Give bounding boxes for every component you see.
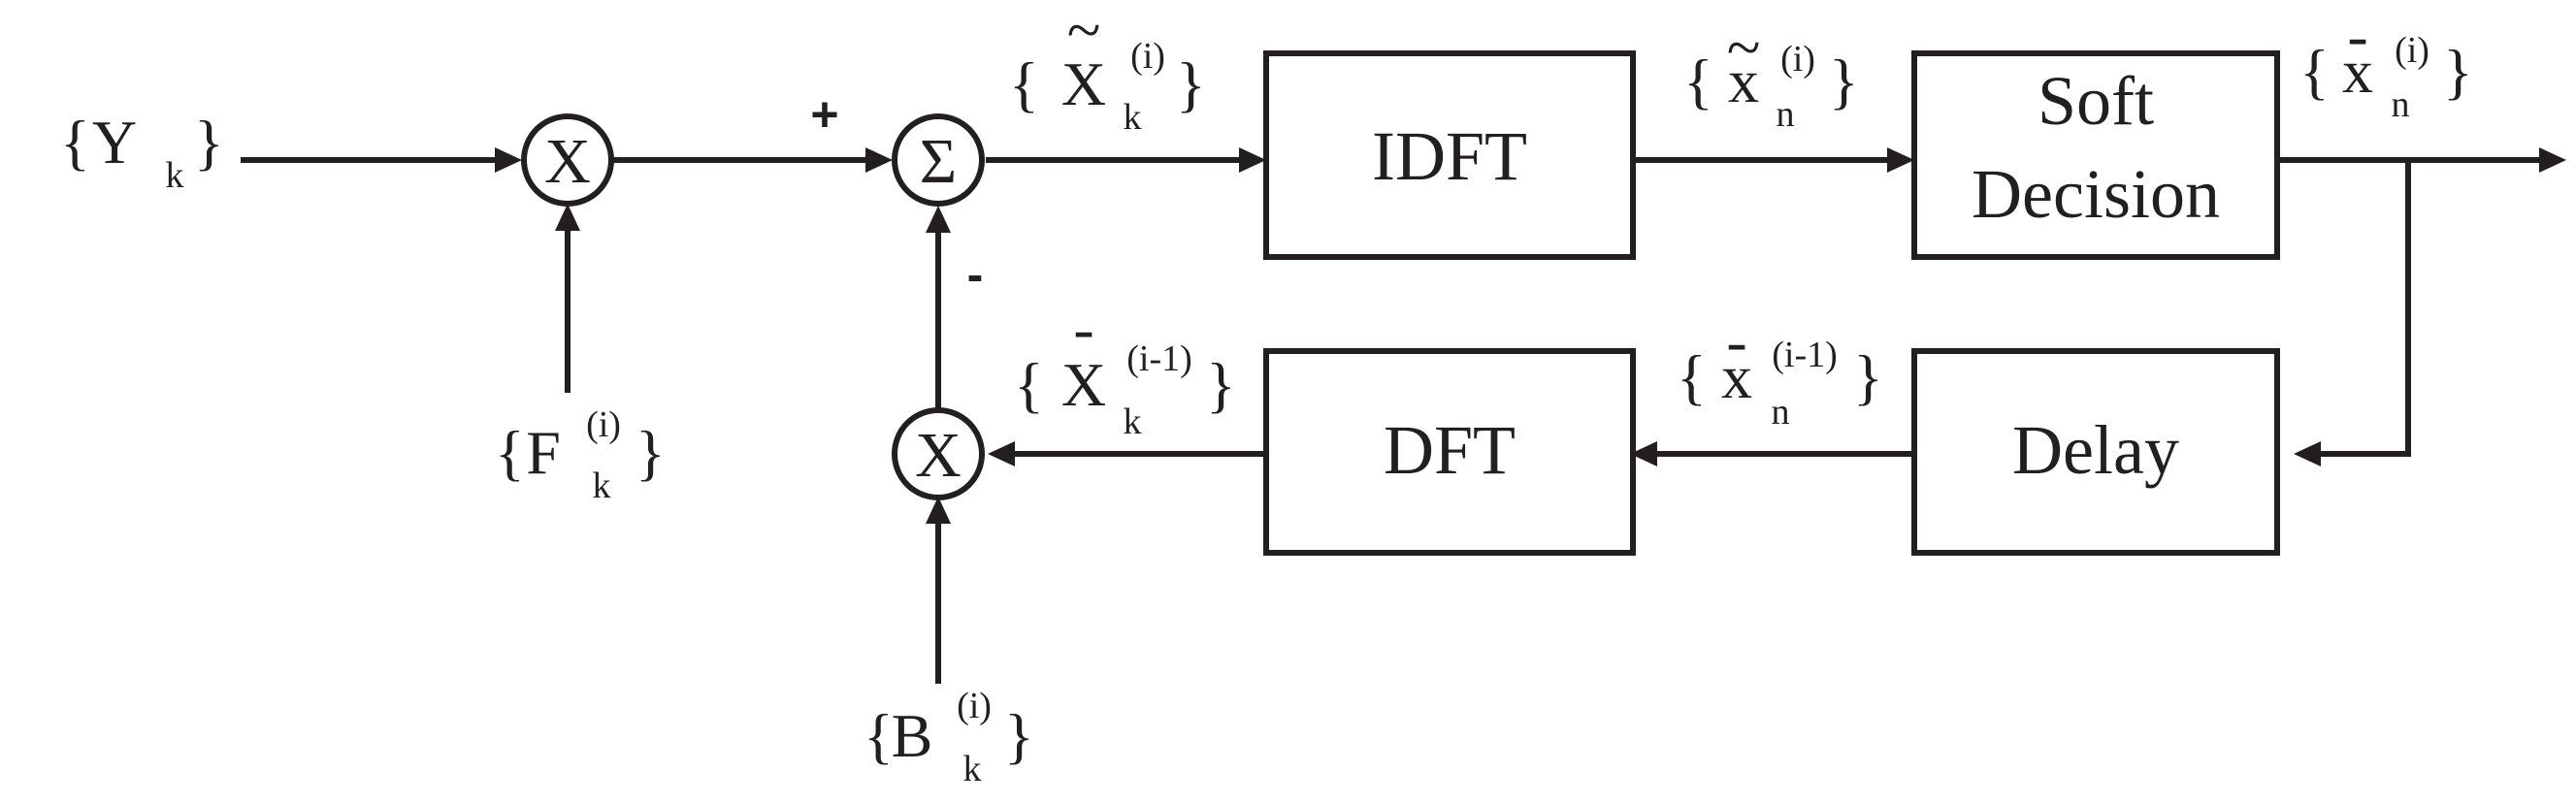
brace-open: { <box>1009 49 1039 118</box>
multiplier-top-circle <box>521 113 614 207</box>
brace-close: } <box>1004 701 1034 770</box>
signal-x-bar-k-prev-sup: (i-1) <box>1126 338 1192 379</box>
signal-x-tilde-n-sup: (i) <box>1780 39 1815 80</box>
brace-close: } <box>194 108 224 177</box>
brace-close: } <box>1176 49 1206 118</box>
idft-block: IDFT <box>1263 50 1636 260</box>
multiplier-bottom-node: X <box>892 407 985 500</box>
brace-close: } <box>1853 342 1883 411</box>
wire-output-to-delay <box>2313 160 2411 457</box>
delay-block: Delay <box>1911 348 2280 556</box>
signal-b-k-base: B <box>892 701 933 770</box>
idft-box <box>1263 50 1636 260</box>
signal-x-tilde-k: { ~ X (i) k } <box>1009 0 1206 138</box>
signal-x-tilde-n-accent: ~ <box>1727 13 1761 81</box>
signal-b-k-sub: k <box>963 749 982 789</box>
soft-decision-block: Soft Decision <box>1911 50 2280 260</box>
brace-open: { <box>1014 350 1044 419</box>
brace-close: } <box>636 418 666 487</box>
signal-f-k-sup: (i) <box>586 404 621 445</box>
brace-open: { <box>60 108 90 177</box>
signal-x-tilde-n-base: x <box>1728 47 1759 115</box>
brace-close: } <box>2443 37 2473 106</box>
signal-x-bar-n-sup: (i) <box>2395 30 2429 71</box>
brace-open: { <box>1683 47 1713 115</box>
signal-x-bar-n-prev: { - x (i-1) n } <box>1677 306 1883 433</box>
multiplier-top-symbol: X <box>544 126 591 197</box>
signal-x-bar-n: { - x (i) n } <box>2299 1 2473 125</box>
signal-b-k-sup: (i) <box>957 686 992 726</box>
signal-x-bar-n-accent: - <box>2347 1 2367 70</box>
arrowhead <box>1630 441 1657 466</box>
idft-label: IDFT <box>1372 117 1527 195</box>
delay-label: Delay <box>2012 411 2179 489</box>
dft-label: DFT <box>1384 411 1516 489</box>
signal-y-k-base: Y <box>92 108 137 177</box>
soft-decision-box <box>1911 50 2280 260</box>
signal-x-tilde-n-sub: n <box>1777 94 1795 135</box>
arrowhead <box>865 147 893 173</box>
signal-b-k: { B (i) k } <box>864 686 1034 789</box>
brace-open: { <box>495 418 525 487</box>
arrowhead <box>2539 147 2566 173</box>
arrowhead <box>926 206 951 233</box>
plus-sign: + <box>810 87 838 142</box>
minus-sign: - <box>967 247 984 302</box>
dft-box <box>1263 348 1636 556</box>
signal-x-bar-k-prev-accent: - <box>1073 294 1093 363</box>
signal-x-bar-n-prev-sup: (i-1) <box>1772 335 1838 375</box>
signal-x-tilde-k-sup: (i) <box>1130 36 1165 77</box>
signal-x-bar-k-prev: { - X (i-1) k } <box>1014 294 1236 442</box>
summer-symbol: Σ <box>920 126 957 197</box>
signal-x-bar-n-prev-accent: - <box>1726 306 1746 375</box>
signal-x-bar-n-prev-sub: n <box>1772 392 1790 433</box>
signal-x-tilde-n: { ~ x (i) n } <box>1683 13 1859 135</box>
brace-close: } <box>1206 350 1236 419</box>
signal-x-bar-k-prev-sub: k <box>1124 402 1142 442</box>
signal-x-tilde-k-sub: k <box>1124 97 1142 138</box>
arrowhead <box>1239 147 1266 173</box>
multiplier-top-node: X <box>521 113 614 207</box>
signal-f-k: { F (i) k } <box>495 404 666 506</box>
signal-x-bar-k-prev-base: X <box>1061 350 1106 419</box>
soft-decision-label-line1: Soft <box>2038 62 2154 140</box>
brace-open: { <box>2299 37 2330 106</box>
multiplier-bottom-circle <box>892 407 985 500</box>
signal-x-bar-n-prev-base: x <box>1721 342 1752 411</box>
arrowhead <box>555 204 580 231</box>
arrowhead <box>2294 441 2321 466</box>
brace-close: } <box>1829 47 1859 115</box>
brace-open: { <box>864 701 894 770</box>
arrowhead <box>1887 147 1914 173</box>
signal-y-k: { Y k } <box>60 108 224 196</box>
signal-y-k-sub: k <box>166 155 184 196</box>
summer-node: Σ <box>892 113 985 207</box>
dft-block: DFT <box>1263 348 1636 556</box>
signal-f-k-base: F <box>526 418 561 487</box>
signal-x-tilde-k-accent: ~ <box>1067 0 1101 64</box>
arrowhead <box>495 147 522 173</box>
signal-x-tilde-k-base: X <box>1061 49 1106 118</box>
soft-decision-label-line2: Decision <box>1972 155 2220 233</box>
arrowhead <box>988 441 1015 466</box>
brace-open: { <box>1677 342 1707 411</box>
signal-x-bar-n-sub: n <box>2392 84 2410 125</box>
delay-box <box>1911 348 2280 556</box>
arrowhead <box>926 497 951 524</box>
multiplier-bottom-symbol: X <box>915 420 962 491</box>
signal-x-bar-n-base: x <box>2342 37 2373 106</box>
summer-circle <box>892 113 985 207</box>
signal-f-k-sub: k <box>593 466 611 506</box>
